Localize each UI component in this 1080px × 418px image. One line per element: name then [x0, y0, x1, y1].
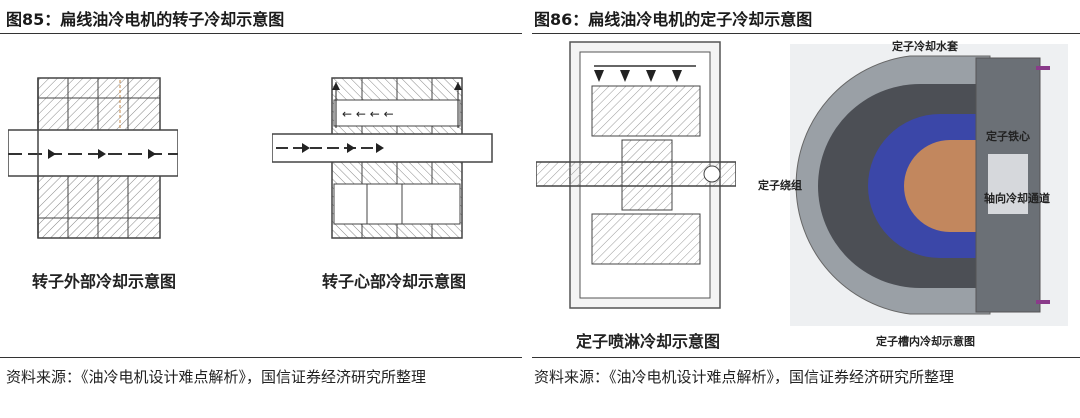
source-note: 资料来源：《油冷电机设计难点解析》，国信证券经济研究所整理	[6, 368, 427, 386]
slot-cooling-caption: 定子槽内冷却示意图	[876, 335, 975, 348]
svg-text:← ← ← ←: ← ← ← ←	[342, 107, 394, 121]
figure-86-panel: 图86：扁线油冷电机的定子冷却示意图 定子喷淋冷却示意图 定子冷却水套	[532, 0, 1080, 418]
axial-channel-label: 轴向冷却通道	[984, 192, 1050, 205]
title-divider	[0, 33, 522, 34]
figure-85-panel: 图85：扁线油冷电机的转子冷却示意图 ← ← ← ←	[0, 0, 522, 418]
rotor-outer-caption: 转子外部冷却示意图	[32, 272, 177, 291]
title-divider	[532, 33, 1080, 34]
source-divider	[0, 357, 522, 358]
rotor-core-cooling-diagram: ← ← ← ←	[272, 77, 493, 239]
stator-slot-cooling-illustration	[790, 44, 1068, 326]
stator-winding-label: 定子绕组	[758, 179, 802, 192]
stator-spray-cooling-diagram	[536, 41, 736, 309]
stator-spray-caption: 定子喷淋冷却示意图	[576, 332, 721, 351]
stator-core-label: 定子铁心	[986, 130, 1030, 143]
water-jacket-label: 定子冷却水套	[892, 40, 958, 53]
rotor-core-caption: 转子心部冷却示意图	[322, 272, 467, 291]
source-divider	[532, 357, 1080, 358]
source-note: 资料来源：《油冷电机设计难点解析》，国信证券经济研究所整理	[534, 368, 955, 386]
figure-title: 图85：扁线油冷电机的转子冷却示意图	[6, 10, 285, 29]
rotor-outer-cooling-diagram	[8, 77, 178, 239]
figure-title: 图86：扁线油冷电机的定子冷却示意图	[534, 10, 813, 29]
